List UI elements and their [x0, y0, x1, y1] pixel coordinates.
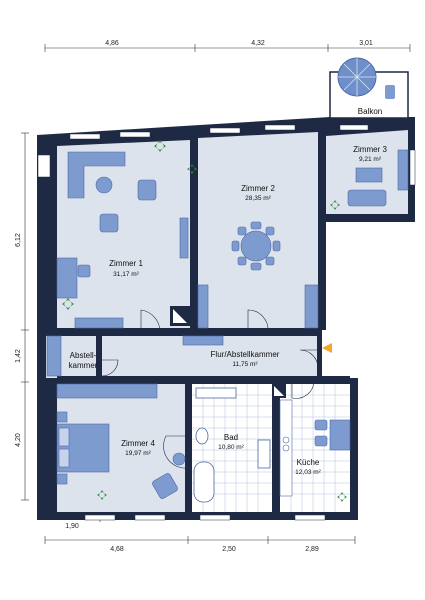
cabinet-icon — [304, 284, 319, 329]
tiles-bad — [192, 384, 272, 512]
balcony-chair-icon — [385, 85, 395, 99]
dim-bottom-2: 2,50 — [222, 546, 236, 553]
area-kueche: 12,03 m² — [295, 469, 321, 476]
wardrobe-icon — [56, 383, 158, 399]
nightstand-icon — [56, 411, 68, 423]
cabinet-icon — [197, 284, 209, 329]
sofa-icon — [347, 189, 387, 207]
dim-left-1: 6,12 — [15, 233, 22, 247]
plant-icon — [337, 492, 347, 502]
sofa-icon — [67, 151, 126, 199]
label-zimmer1: Zimmer 1 — [109, 259, 143, 268]
label-zimmer4: Zimmer 4 — [121, 439, 155, 448]
sideboard-icon — [74, 317, 124, 329]
table-icon — [355, 167, 383, 183]
dim-top-1: 4,86 — [105, 40, 119, 47]
desk-icon — [56, 257, 78, 299]
dim-bottom-inner: 1,90 — [65, 523, 79, 530]
nightstand-icon — [56, 473, 68, 485]
area-zimmer2: 28,35 m² — [245, 195, 271, 202]
door-zimmer1 — [140, 309, 161, 333]
furniture-bad — [193, 387, 271, 503]
label-kueche: Küche — [297, 458, 320, 467]
area-zimmer1: 31,17 m² — [113, 271, 139, 278]
door-abstell — [101, 359, 119, 377]
label-abstell-line1: Abstell- — [70, 351, 97, 360]
label-balkon: Balkon — [358, 107, 382, 116]
storage-shelf-icon — [46, 335, 62, 377]
armchair-icon — [99, 213, 119, 233]
chair-icon — [314, 435, 328, 447]
toilet-icon — [195, 427, 209, 445]
tv-unit-icon — [179, 217, 189, 259]
door-entrance — [299, 349, 319, 369]
furniture-kueche — [279, 399, 351, 497]
entrance-arrow-icon — [322, 343, 332, 353]
dining-table-icon — [329, 419, 351, 451]
plants — [62, 140, 347, 502]
furniture-zimmer4 — [56, 383, 186, 499]
label-zimmer2: Zimmer 2 — [241, 184, 275, 193]
label-bad: Bad — [224, 433, 238, 442]
balcony: Balkon — [329, 57, 409, 119]
door-zimmer4 — [163, 435, 189, 469]
furniture-zimmer2 — [197, 221, 319, 329]
bathtub-icon — [193, 461, 215, 503]
area-zimmer4: 19,97 m² — [125, 450, 151, 457]
plant-icon — [97, 490, 107, 500]
dim-left-2: 1,42 — [15, 349, 22, 363]
furniture-zimmer1 — [56, 151, 189, 329]
dim-top-2: 4,32 — [251, 40, 265, 47]
coffee-table-icon — [95, 176, 113, 194]
door-zimmer2 — [247, 309, 269, 333]
armchair-icon — [137, 179, 157, 201]
windows — [37, 124, 416, 521]
area-flur: 11,75 m² — [232, 361, 258, 368]
chair-icon — [314, 419, 328, 431]
desk-chair-icon — [77, 264, 91, 278]
dim-bottom-3: 2,89 — [305, 546, 319, 553]
interior-walls — [57, 130, 350, 512]
label-flur: Flur/Abstellkammer — [211, 350, 280, 359]
dining-table-icon — [240, 230, 272, 262]
area-bad: 10,80 m² — [218, 444, 244, 451]
armchair-icon — [152, 473, 178, 499]
chimneys — [170, 306, 286, 398]
label-abstell-line2: kammer — [69, 361, 98, 370]
side-table-icon — [172, 452, 186, 466]
plant-icon — [187, 164, 197, 174]
dim-bottom-1: 4,68 — [110, 546, 124, 553]
furniture-flur — [46, 335, 224, 377]
plant-icon — [330, 200, 340, 210]
area-zimmer3: 9,21 m² — [359, 156, 382, 163]
shelf-icon — [397, 149, 409, 191]
label-zimmer3: Zimmer 3 — [353, 145, 387, 154]
doors — [101, 309, 319, 469]
wardrobe-icon — [182, 335, 224, 346]
shower-icon — [195, 387, 237, 399]
floor-zimmer1 — [57, 140, 190, 328]
door-kueche — [291, 379, 315, 399]
furniture-zimmer3 — [347, 149, 409, 207]
dim-top-3: 3,01 — [359, 40, 373, 47]
dim-left-3: 4,20 — [15, 433, 22, 447]
sink-icon — [257, 439, 271, 469]
floor-zimmer2 — [198, 132, 318, 328]
